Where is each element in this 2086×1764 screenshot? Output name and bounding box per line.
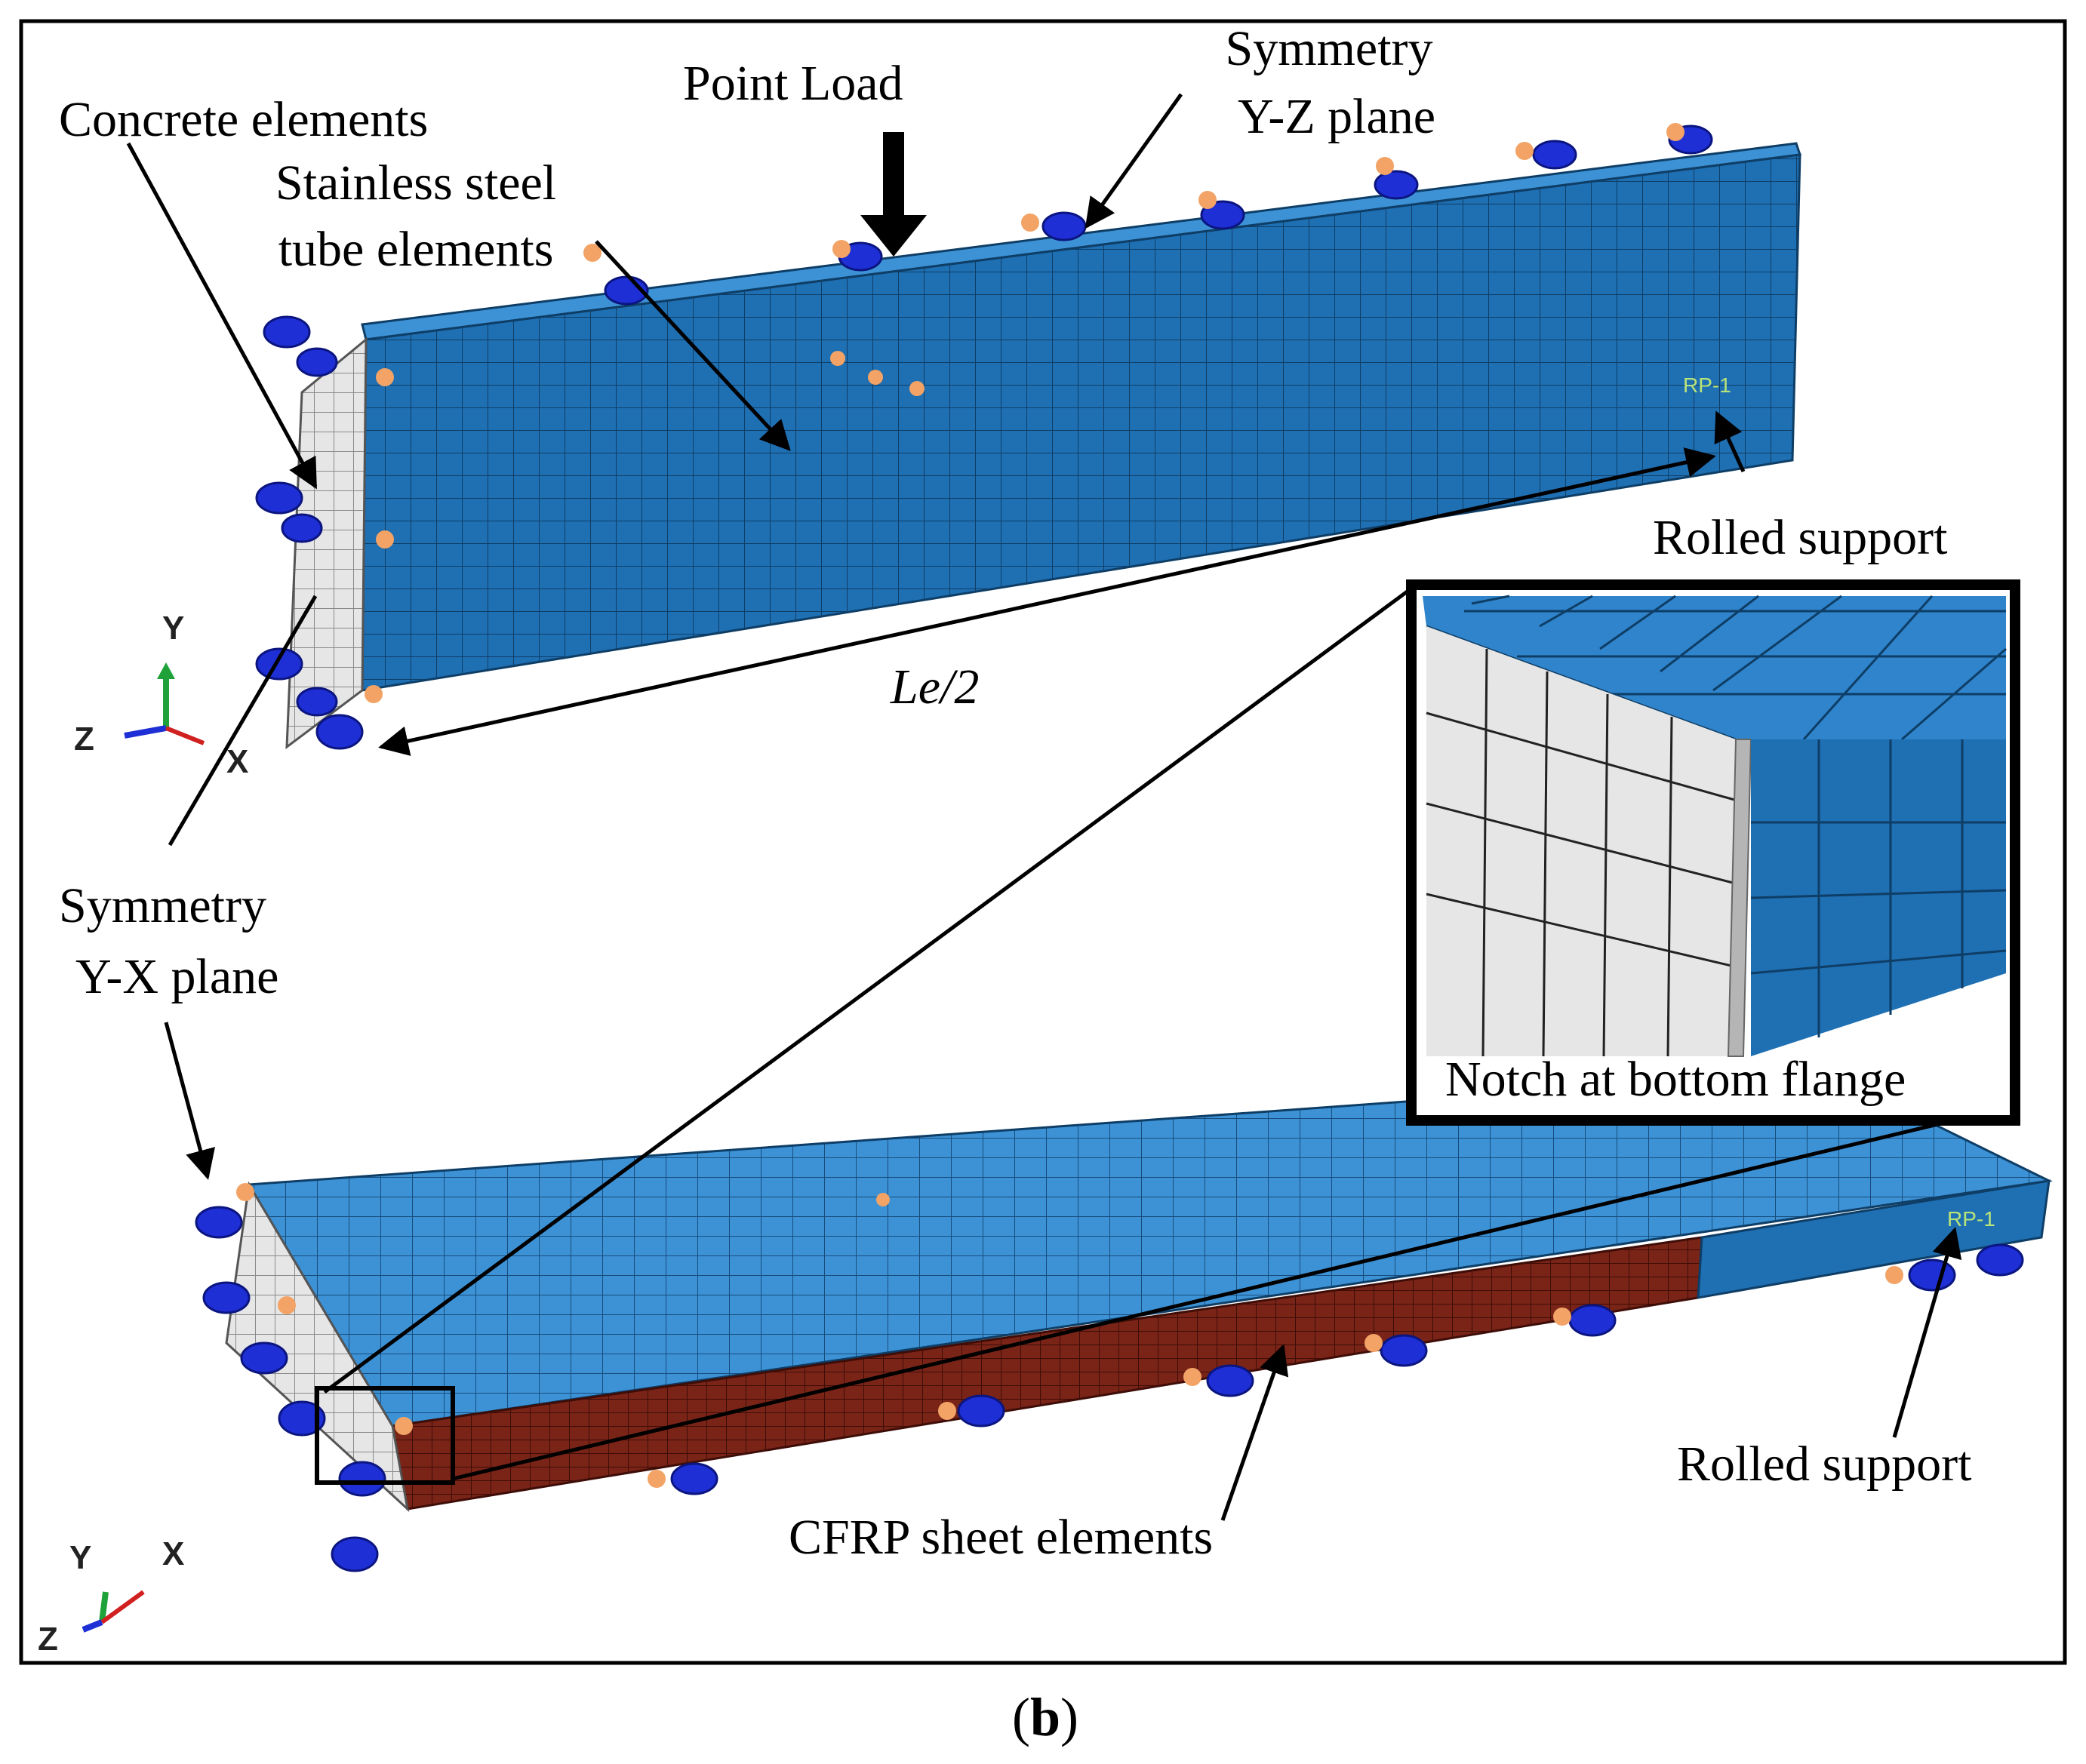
rp-tag-bottom: RP-1 xyxy=(1947,1207,1995,1231)
top-axis-triad xyxy=(124,662,205,745)
bottom-beam-bc-symbols xyxy=(195,1183,2024,1572)
bottom-leader-arrows xyxy=(164,1022,1962,1521)
label-symmetry-yz: Symmetry Y-Z plane xyxy=(1223,21,1436,144)
axis-top-y: Y xyxy=(162,610,185,647)
figure-caption: (b) xyxy=(981,1690,1109,1744)
point-load-arrow xyxy=(860,132,927,257)
axis-bottom-z: Z xyxy=(38,1621,58,1658)
bottom-axis-triad xyxy=(82,1590,145,1633)
label-notch: Notch at bottom flange xyxy=(1445,1052,1906,1107)
top-beam-concrete-end xyxy=(285,337,368,750)
top-leader-arrows xyxy=(126,93,1746,847)
top-beam-bc-symbols xyxy=(255,123,1713,750)
axis-bottom-y: Y xyxy=(69,1539,92,1576)
rp-tag-top: RP-1 xyxy=(1683,373,1731,397)
label-symmetry-yz-line1: Symmetry xyxy=(1225,21,1433,76)
bottom-beam-side-blue xyxy=(1697,1179,2051,1299)
label-rolled-support-top: Rolled support xyxy=(1653,510,1948,565)
bottom-beam xyxy=(225,1070,2053,1513)
label-cfrp: CFRP sheet elements xyxy=(789,1510,1214,1565)
label-point-load: Point Load xyxy=(683,56,903,111)
label-symmetry-yx: Symmetry Y-X plane xyxy=(59,881,278,1002)
caption-close: ) xyxy=(1060,1687,1078,1747)
label-stainless-steel: Stainless steel tube elements xyxy=(275,158,556,275)
label-rolled-support-bottom: Rolled support xyxy=(1677,1437,1972,1492)
notch-inset-border xyxy=(1406,579,2020,1126)
notch-highlight-box xyxy=(315,1386,455,1485)
caption-open: ( xyxy=(1011,1687,1030,1747)
axis-bottom-x: X xyxy=(162,1535,185,1572)
axis-top-x: X xyxy=(226,743,249,780)
caption-letter: b xyxy=(1029,1687,1061,1747)
notch-inset xyxy=(1406,579,2020,1126)
label-symmetry-yx-line2: Y-X plane xyxy=(75,949,279,1004)
label-stainless-line1: Stainless steel xyxy=(275,155,557,211)
axis-top-z: Z xyxy=(74,721,94,758)
label-symmetry-yx-line1: Symmetry xyxy=(59,878,266,933)
label-symmetry-yz-line2: Y-Z plane xyxy=(1238,89,1436,144)
label-stainless-line2: tube elements xyxy=(278,222,554,277)
zoom-lines xyxy=(323,586,1971,1481)
label-le2: Le/2 xyxy=(891,659,980,715)
label-concrete-elements: Concrete elements xyxy=(59,92,429,147)
